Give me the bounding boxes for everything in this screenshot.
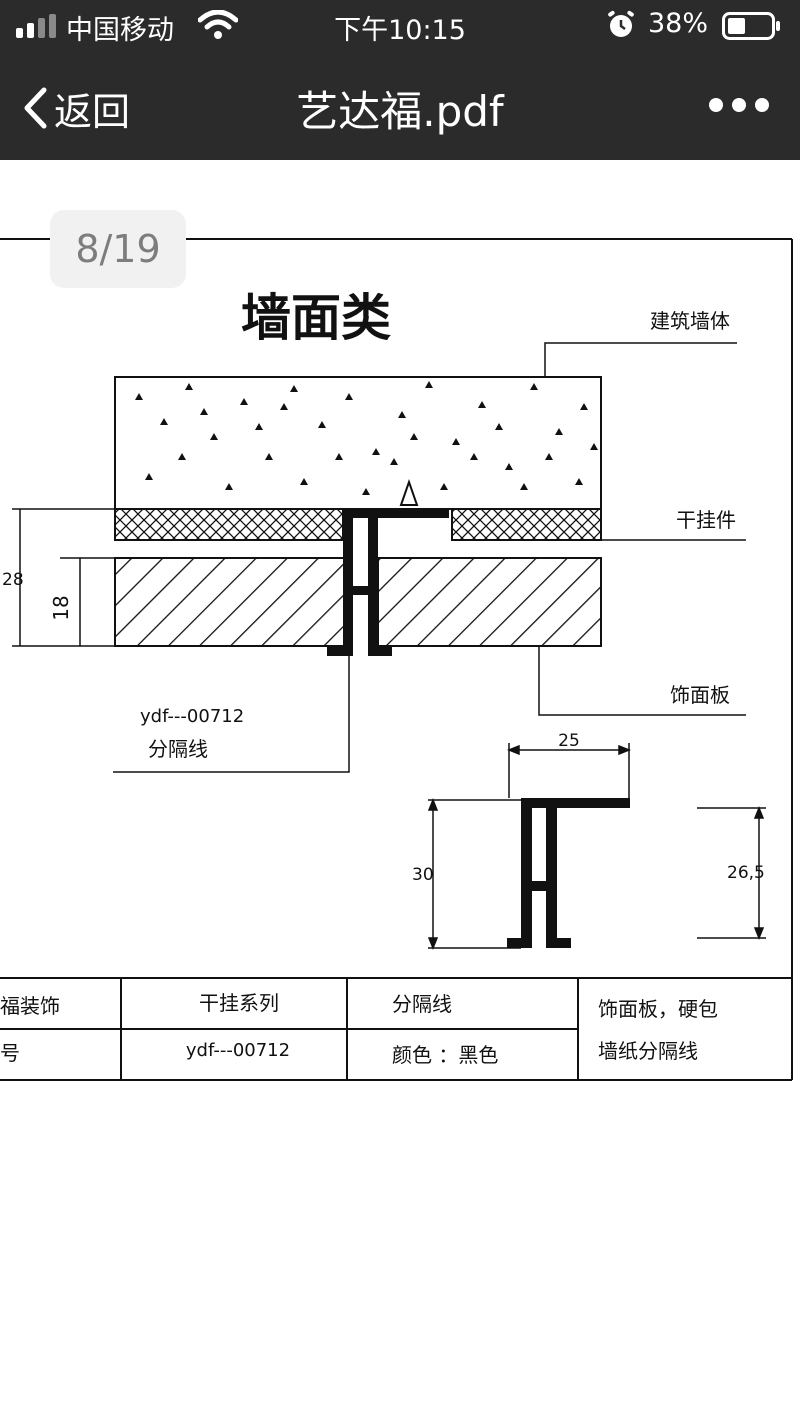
back-label: 返回	[54, 89, 131, 134]
hanger-layer	[114, 508, 602, 541]
more-options-icon[interactable]	[706, 90, 776, 120]
pdf-viewer[interactable]: 墙面类	[0, 160, 800, 1420]
panel-layer	[114, 557, 602, 647]
label-model: ydf---00712	[140, 706, 244, 727]
divider-profile-detail	[507, 798, 630, 948]
table-r2c3: 颜色 ：黑色	[392, 1043, 498, 1067]
drawing-frame	[0, 238, 793, 1080]
label-wall: 建筑墙体	[650, 309, 730, 333]
dimension-25: 25	[558, 731, 580, 751]
detail-dimensions	[427, 743, 766, 951]
table-r1c3: 分隔线	[392, 992, 452, 1016]
signal-icon	[16, 14, 56, 38]
status-time: 下午10:15	[334, 15, 466, 46]
chevron-left-icon	[24, 87, 47, 129]
dimension-30: 30	[412, 865, 434, 885]
page-indicator: 8/19	[50, 210, 186, 288]
title-block-table	[0, 977, 792, 1081]
label-hanger: 干挂件	[676, 508, 736, 532]
battery-percent: 38%	[648, 8, 709, 39]
back-button[interactable]: 返回	[22, 80, 130, 136]
alarm-icon	[608, 10, 634, 37]
dimension-28: 28	[2, 570, 24, 590]
dimension-18: 18	[49, 595, 73, 620]
table-c4-line2: 墙纸分隔线	[598, 1039, 698, 1063]
label-panel: 饰面板	[670, 683, 730, 707]
table-r1c1: 福装饰	[0, 994, 60, 1018]
dimension-26-5: 26,5	[727, 863, 765, 883]
wifi-icon	[198, 10, 238, 39]
wall-block	[114, 376, 602, 510]
table-r2c2: ydf---00712	[186, 1040, 290, 1061]
table-c4-line1: 饰面板，硬包	[598, 997, 718, 1021]
battery-icon	[722, 12, 780, 40]
table-r1c2: 干挂系列	[199, 991, 279, 1015]
navigation-bar: 返回 艺达福.pdf	[0, 62, 800, 152]
table-r2c1: 号	[0, 1041, 20, 1065]
document-title: 艺达福.pdf	[296, 87, 504, 136]
divider-profile-assembly	[327, 478, 449, 656]
technical-drawing: 墙面类	[0, 238, 793, 1081]
left-dimensions	[12, 508, 115, 647]
top-bar: 中国移动 下午10:15 38% 返回 艺达福.pdf	[0, 0, 800, 160]
carrier-name: 中国移动	[66, 15, 174, 46]
leader-lines	[113, 342, 746, 773]
label-divider: 分隔线	[148, 737, 208, 761]
drawing-title: 墙面类	[241, 289, 391, 347]
